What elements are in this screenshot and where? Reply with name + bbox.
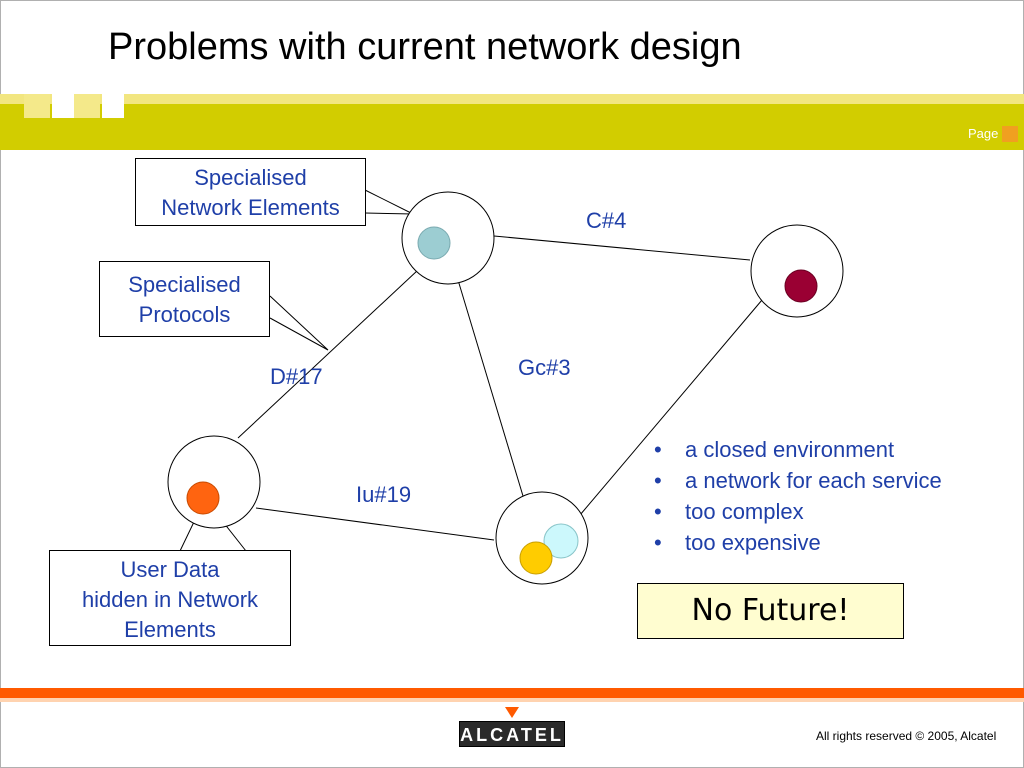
conclusion-box: No Future!	[637, 583, 904, 639]
link-gc3	[457, 279, 524, 497]
logo-triangle-icon	[505, 707, 519, 718]
callout-line: User Data	[120, 557, 220, 582]
link-label-gc3: Gc#3	[518, 355, 571, 380]
list-item: a closed environment	[654, 434, 942, 465]
node-dot-bottom-cyan	[543, 523, 579, 559]
footer-bar	[0, 688, 1024, 698]
page-label: Page	[968, 126, 999, 141]
node-dot-right	[784, 269, 818, 303]
link-right-bottom	[579, 299, 763, 516]
link-c4	[493, 235, 751, 261]
header-band	[0, 104, 1024, 150]
callout-line: Protocols	[138, 302, 231, 327]
list-item: too expensive	[654, 527, 942, 558]
page-number-box	[1002, 126, 1018, 142]
header-band-light	[0, 94, 1024, 104]
network-node-left	[167, 435, 261, 529]
header-gap	[52, 94, 74, 118]
callout-protocols: Specialised Protocols	[99, 261, 270, 337]
callout-line: Specialised	[128, 272, 241, 297]
alcatel-logo: ALCATEL	[459, 721, 565, 747]
network-node-bottom	[495, 491, 589, 585]
callout-line: hidden in Network	[81, 587, 259, 612]
callout-line: Specialised	[194, 165, 307, 190]
header-gap	[102, 94, 124, 118]
callout-pointer-protocols	[269, 295, 329, 351]
page-title: Problems with current network design	[108, 26, 742, 68]
header-square	[74, 94, 100, 118]
callout-user-data: User Data hidden in Network Elements	[49, 550, 291, 646]
node-dot-bottom-yellow	[519, 541, 553, 575]
node-dot-top	[417, 226, 451, 260]
callout-line: Elements	[124, 617, 216, 642]
link-d17	[237, 269, 419, 439]
link-label-c4: C#4	[586, 208, 627, 233]
link-label-iu19: Iu#19	[356, 482, 412, 507]
list-item: a network for each service	[654, 465, 942, 496]
problem-list: a closed environment a network for each …	[654, 434, 942, 558]
callout-line: Network Elements	[161, 195, 340, 220]
copyright-text: All rights reserved © 2005, Alcatel	[816, 729, 997, 743]
node-dot-left	[186, 481, 220, 515]
callout-pointer-network-elements	[364, 189, 414, 215]
list-item: too complex	[654, 496, 942, 527]
header-square	[24, 94, 50, 118]
link-label-d17: D#17	[270, 364, 323, 389]
footer-bar-light	[0, 698, 1024, 702]
callout-network-elements: Specialised Network Elements	[135, 158, 366, 226]
link-iu19	[255, 507, 495, 541]
